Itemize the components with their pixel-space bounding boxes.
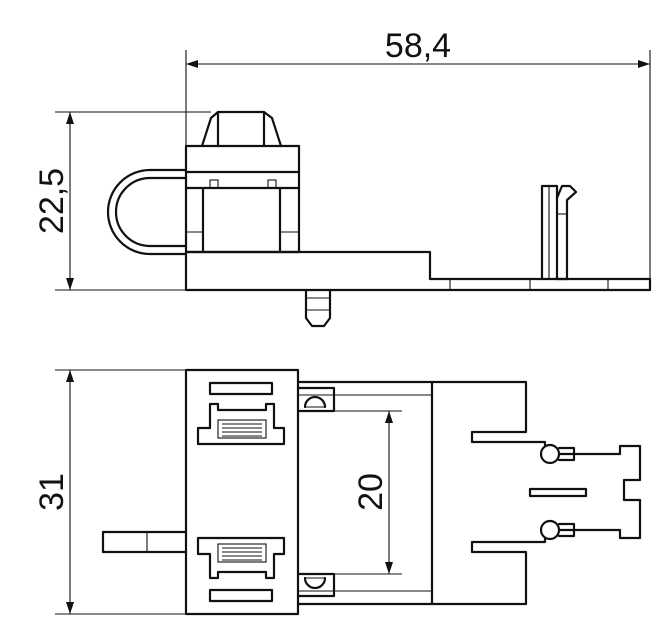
contact-point-lower bbox=[539, 519, 620, 541]
dimension-label-width: 31 bbox=[33, 473, 71, 511]
base-plate bbox=[184, 250, 652, 292]
dimension-label-overall-length: 58,4 bbox=[385, 27, 451, 65]
dimension-height: 22,5 bbox=[33, 111, 211, 291]
center-slot bbox=[528, 487, 588, 498]
wire-stub bbox=[101, 530, 188, 554]
body-block bbox=[184, 144, 301, 254]
middle-body bbox=[296, 380, 434, 606]
frame bbox=[184, 368, 300, 616]
pin bbox=[304, 288, 332, 328]
lower-tab bbox=[296, 572, 336, 598]
dimension-label-spacing: 20 bbox=[352, 473, 390, 511]
contact-strip bbox=[430, 380, 642, 606]
top-view bbox=[101, 368, 642, 616]
dimension-width: 31 bbox=[33, 369, 186, 615]
upper-tab bbox=[296, 386, 336, 413]
side-view bbox=[106, 110, 652, 328]
contact-point-upper bbox=[539, 443, 620, 465]
dimension-label-height: 22,5 bbox=[33, 168, 71, 234]
top-latch bbox=[200, 110, 283, 148]
dimension-overall-length: 58,4 bbox=[185, 27, 651, 279]
dimension-spacing: 20 bbox=[330, 410, 402, 575]
lower-terminal bbox=[196, 536, 286, 580]
upper-terminal bbox=[196, 402, 286, 446]
wire-loop bbox=[106, 168, 188, 256]
